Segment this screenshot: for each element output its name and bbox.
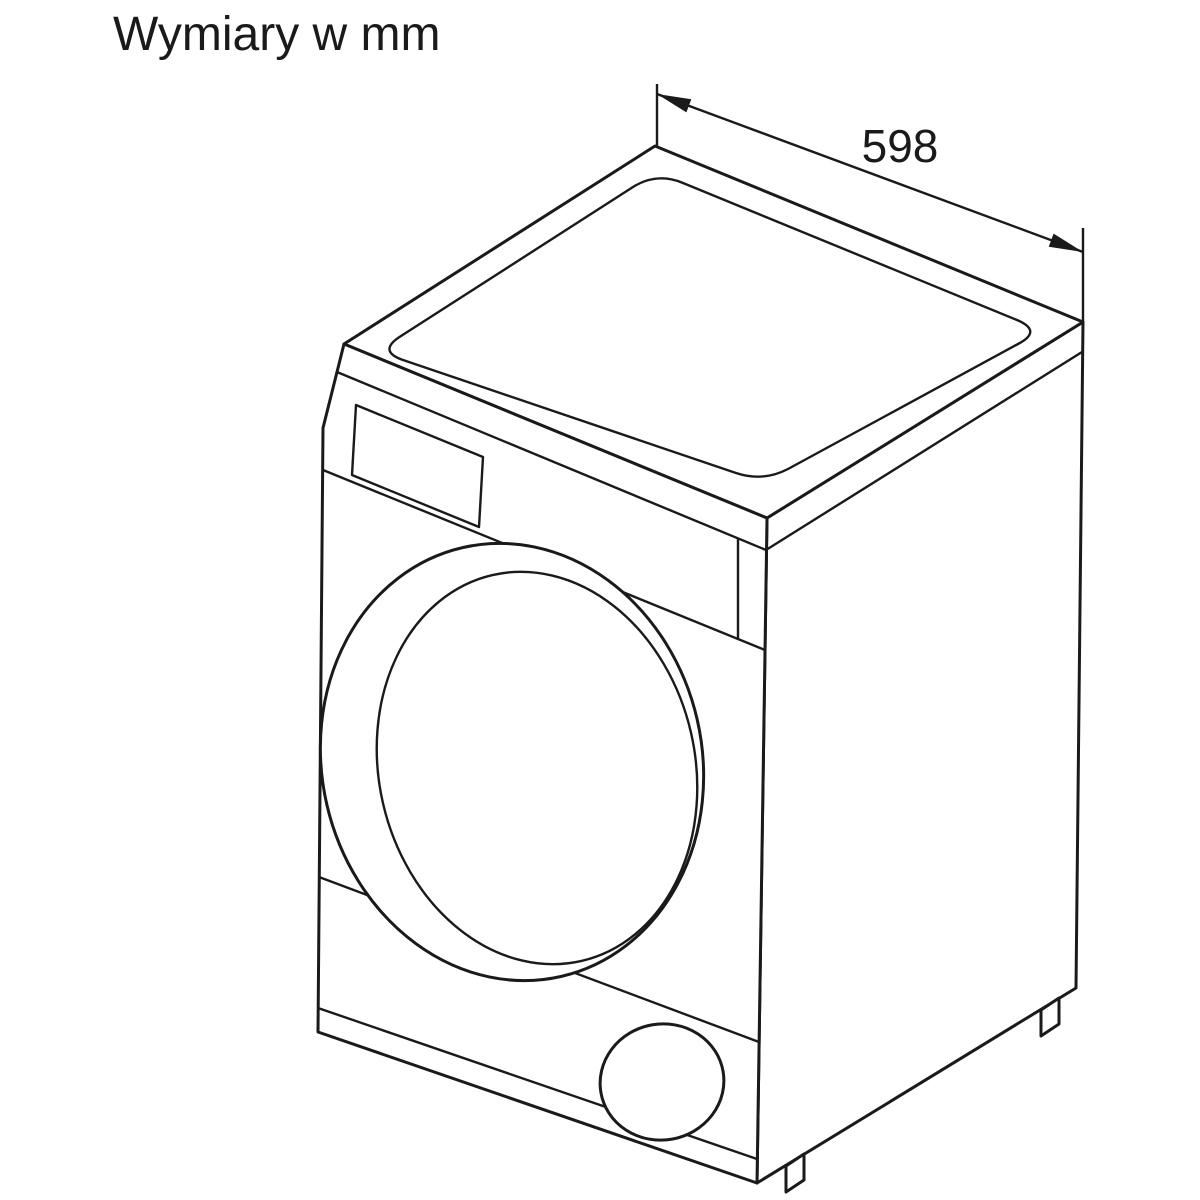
top-rim-front-line: [336, 370, 767, 552]
width-dimension-annotation: 598: [655, 84, 1085, 324]
door-outer-ring: [318, 541, 706, 983]
door-inner-window: [375, 570, 699, 966]
service-flap-circle: [598, 1022, 726, 1142]
dimension-label: 598: [862, 120, 939, 172]
dimension-line: [656, 92, 1084, 254]
dim-arrowhead-left: [657, 94, 692, 113]
dryer-foot-front: [784, 1152, 806, 1194]
top-rim-side-line: [765, 350, 1083, 552]
diagram-title: Wymiary w mm: [113, 8, 441, 61]
control-panel-display-window: [350, 403, 485, 529]
tumble-dryer-isometric: [316, 144, 1085, 1194]
dryer-top-inset-panel: [388, 177, 1032, 478]
dryer-foot-right: [1039, 996, 1061, 1038]
dim-arrowhead-right: [1048, 233, 1083, 252]
